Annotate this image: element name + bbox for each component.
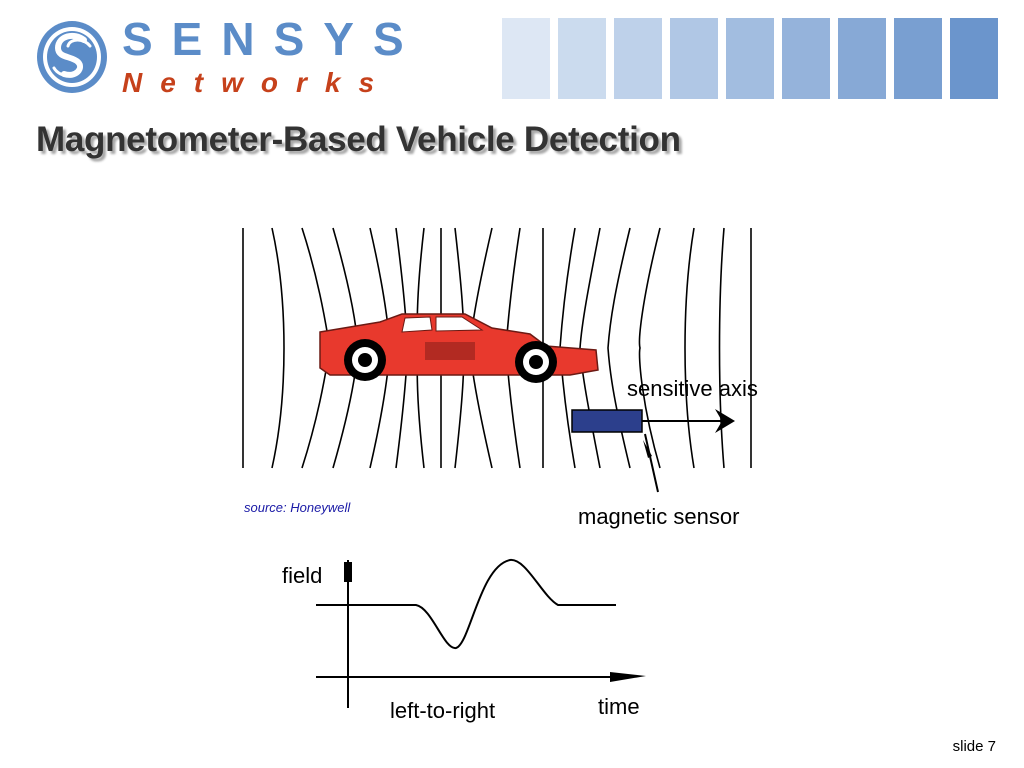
vehicle-field-diagram: sensitive axis magnetic sensor <box>242 227 758 529</box>
slide-number: slide 7 <box>952 738 996 755</box>
magnetic-sensor-label: magnetic sensor <box>578 504 739 529</box>
header-swatch <box>502 18 550 99</box>
header-swatch <box>894 18 942 99</box>
logo-wordmark: SENSYS <box>122 13 423 65</box>
graph-caption: left-to-right <box>390 698 495 723</box>
car-icon <box>319 313 599 383</box>
header-swatch <box>558 18 606 99</box>
header-swatch <box>782 18 830 99</box>
magnetic-sensor-block <box>571 409 643 433</box>
slide-title: Magnetometer-Based Vehicle Detection <box>36 120 681 159</box>
header-swatch-strip <box>502 18 998 99</box>
header-swatch <box>726 18 774 99</box>
graph-x-label: time <box>598 694 640 719</box>
header-swatch <box>838 18 886 99</box>
source-citation: source: Honeywell <box>244 500 351 515</box>
sensitive-axis-label: sensitive axis <box>627 376 758 401</box>
graph-y-label: field <box>282 563 322 588</box>
header-swatch <box>614 18 662 99</box>
header-swatch <box>950 18 998 99</box>
field-time-graph: field time left-to-right <box>282 559 646 723</box>
logo-subtitle: Networks <box>122 67 393 98</box>
header-swatch <box>670 18 718 99</box>
sensys-logo-icon <box>37 21 107 93</box>
field-signal-curve <box>316 559 616 649</box>
